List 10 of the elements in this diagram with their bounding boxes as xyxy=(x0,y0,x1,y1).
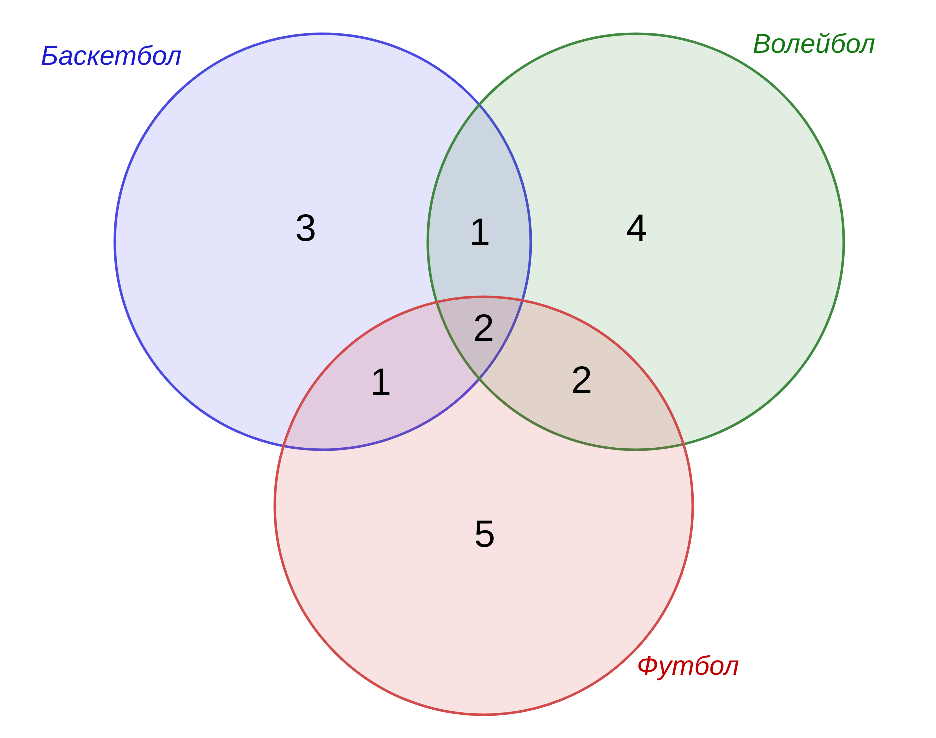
region-count: 2 xyxy=(571,362,593,400)
set-label: Баскетбол xyxy=(41,43,182,70)
region-count: 5 xyxy=(474,516,496,554)
region-count: 4 xyxy=(626,210,648,248)
region-count: 3 xyxy=(295,210,317,248)
region-count: 1 xyxy=(469,214,491,252)
set-label: Волейбол xyxy=(753,31,876,58)
region-count: 2 xyxy=(473,310,495,348)
set-label: Футбол xyxy=(637,653,740,680)
region-count: 1 xyxy=(370,364,392,402)
